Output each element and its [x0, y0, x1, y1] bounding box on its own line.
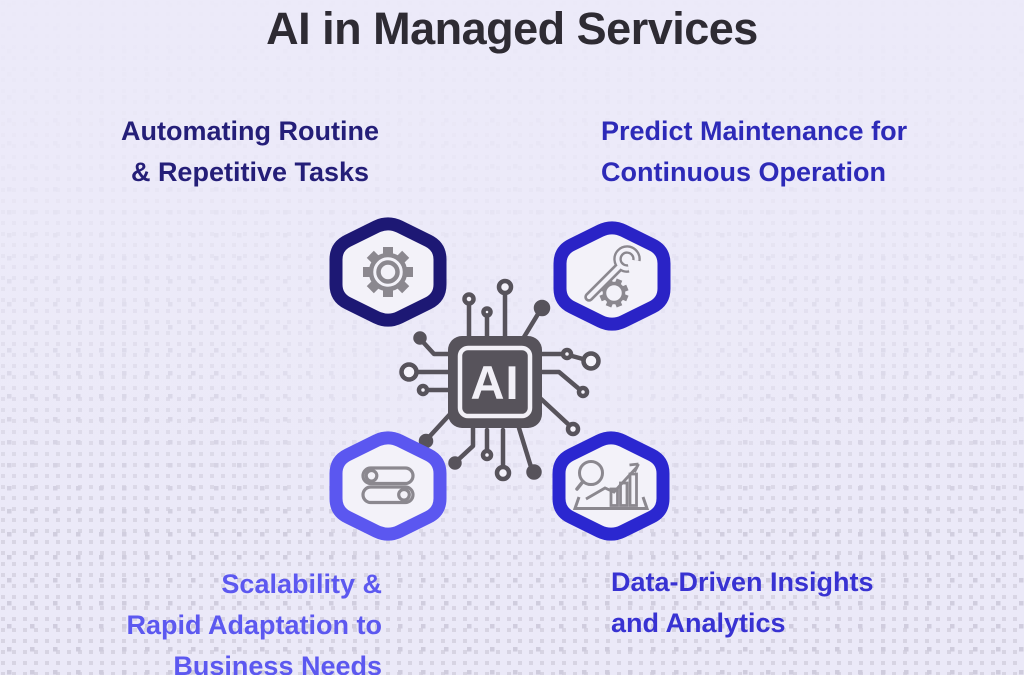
label-automating-tasks: Automating Routine & Repetitive Tasks — [90, 111, 410, 193]
label-predictive-maintenance: Predict Maintenance for Continuous Opera… — [601, 111, 907, 193]
page-title: AI in Managed Services — [266, 3, 758, 54]
label-line: Rapid Adaptation to — [126, 610, 382, 640]
label-line: Predict Maintenance for — [601, 116, 908, 146]
label-data-insights: Data-Driven Insights and Analytics — [611, 562, 874, 644]
circuit-traces — [399, 278, 601, 482]
gear-icon — [363, 247, 413, 297]
ai-chip-label: AI — [471, 356, 520, 409]
hexagon-data-insights — [552, 431, 670, 541]
label-line: and Analytics — [611, 608, 786, 638]
label-line: Data-Driven Insights — [611, 567, 874, 597]
toggles-icon — [361, 466, 415, 505]
label-scalability: Scalability & Rapid Adaptation to Busine… — [62, 564, 382, 675]
analytics-chart-icon — [572, 460, 650, 510]
ai-circuit-diagram: AI — [329, 217, 671, 541]
hexagon-automating-tasks — [329, 217, 447, 327]
ai-chip: AI — [448, 336, 542, 428]
label-line: Business Needs — [173, 651, 382, 675]
label-line: Scalability & — [221, 569, 382, 599]
label-line: Continuous Operation — [601, 157, 886, 187]
label-line: & Repetitive Tasks — [130, 157, 370, 187]
label-line: Automating Routine — [121, 116, 379, 146]
wrench-gear-icon — [584, 245, 641, 308]
